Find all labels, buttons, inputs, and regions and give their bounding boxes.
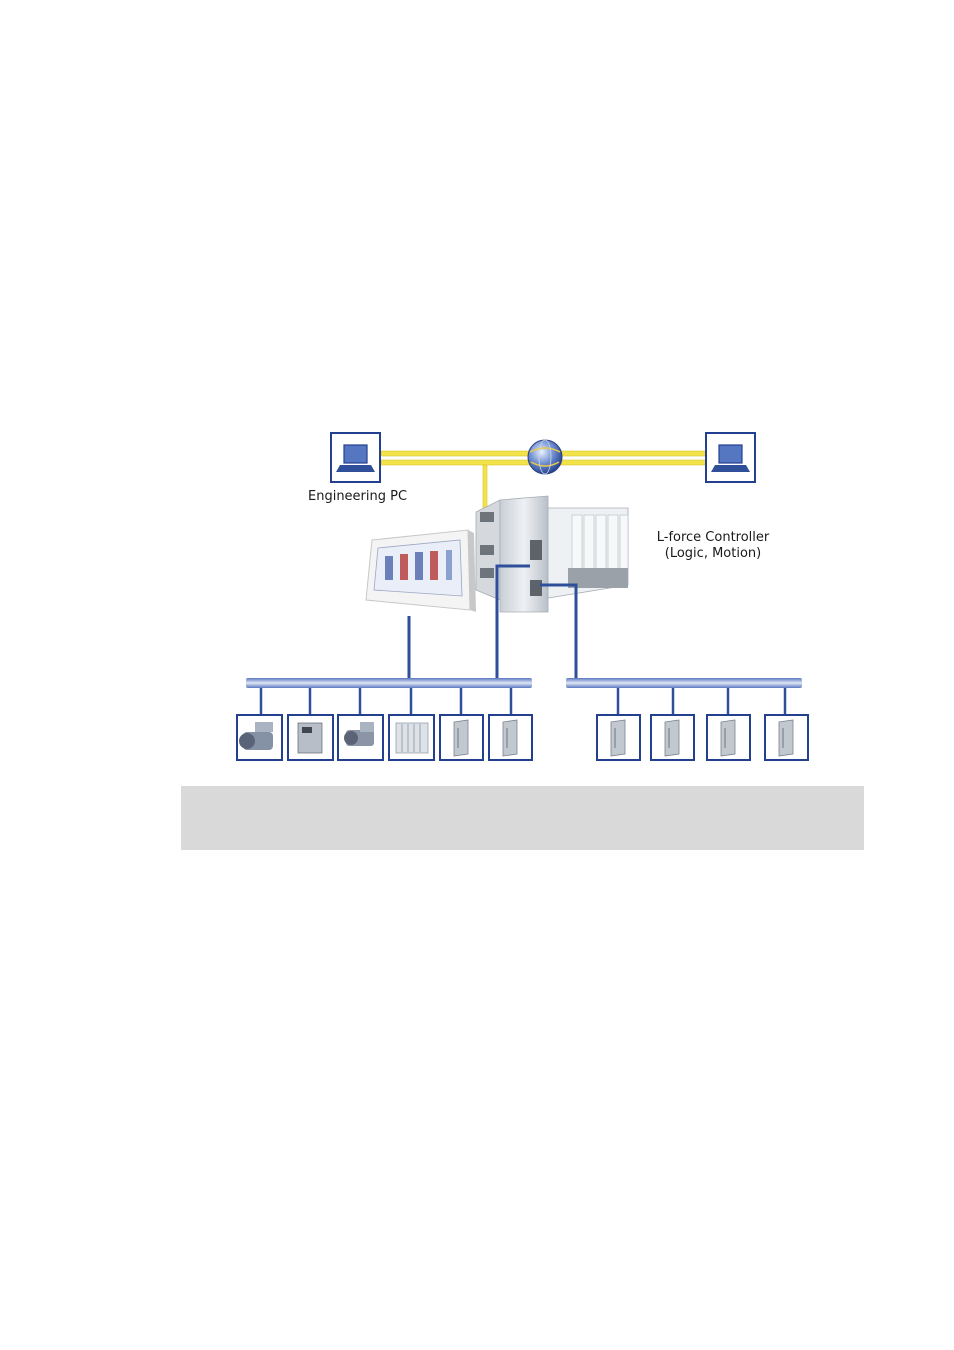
engineering-pc-label: Engineering PC [308, 489, 407, 505]
globe-icon [528, 440, 562, 474]
servo-drive-icon [489, 715, 532, 760]
laptop-icon [706, 433, 755, 482]
controller-label-line1: L-force Controller [648, 530, 778, 546]
servo-drive-icon [440, 715, 483, 760]
controller-rack-icon [476, 496, 628, 612]
controller-label-line2: (Logic, Motion) [648, 546, 778, 562]
touch-panel-icon [366, 530, 476, 612]
drive-icon [288, 715, 333, 760]
motor-icon [237, 715, 282, 760]
servo-drive-icon [707, 715, 750, 760]
controller-label: L-force Controller (Logic, Motion) [648, 530, 778, 562]
left-bus-rail [246, 678, 532, 715]
servo-drive-icon [651, 715, 694, 760]
gearmotor-icon [338, 715, 383, 760]
right-bus-rail [566, 678, 802, 715]
servo-drive-icon [765, 715, 808, 760]
io-module-icon [389, 715, 434, 760]
caption-bar [181, 786, 864, 850]
servo-drive-icon [597, 715, 640, 760]
laptop-icon [331, 433, 380, 482]
